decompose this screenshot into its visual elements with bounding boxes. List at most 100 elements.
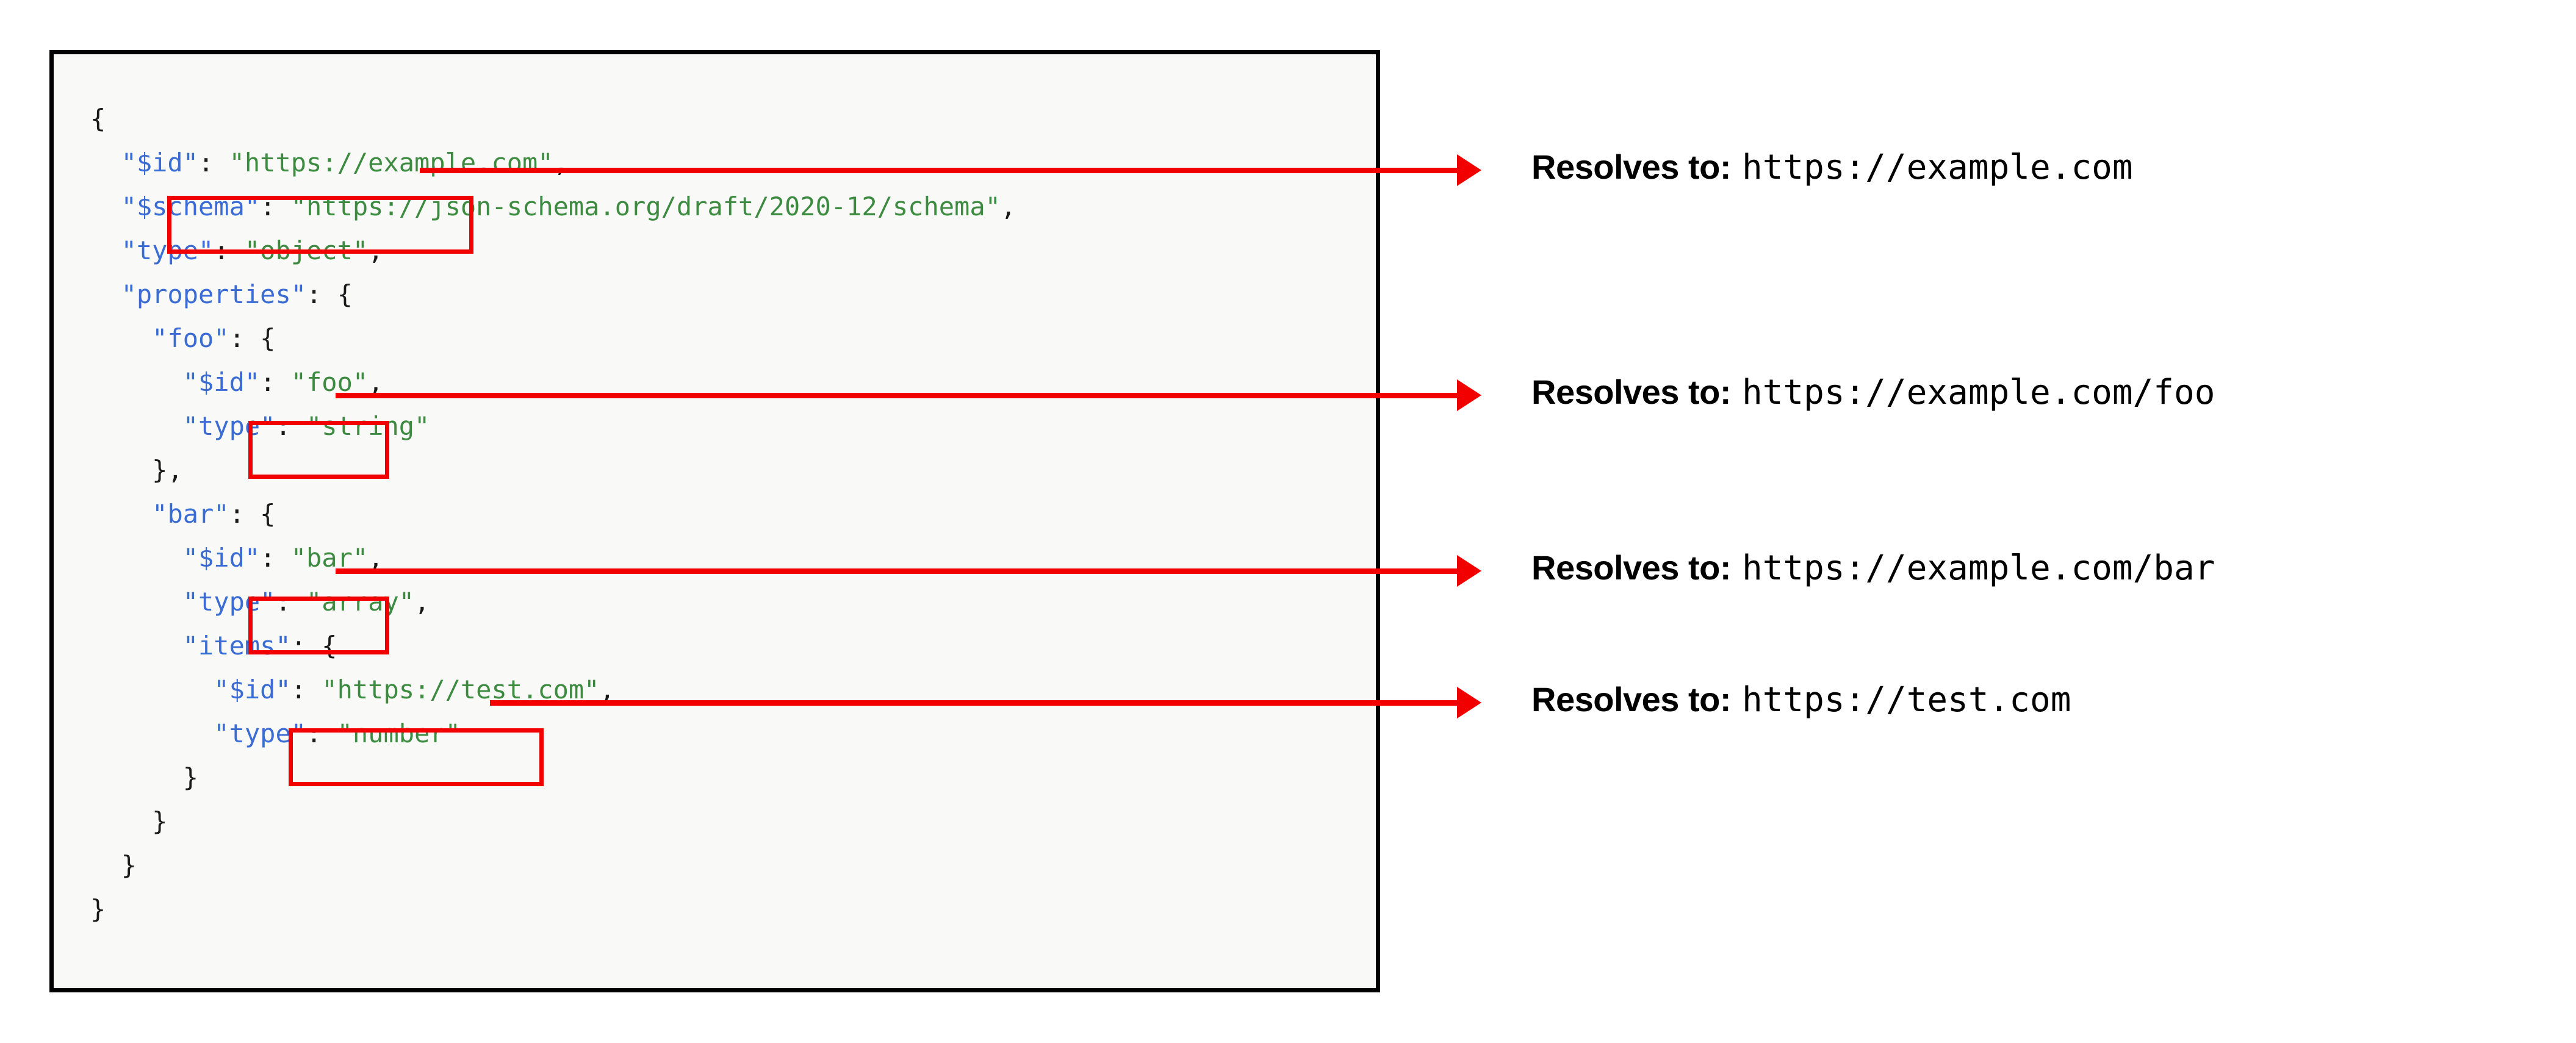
code-line: "type": "array", [90, 580, 1016, 624]
code-indent [90, 719, 214, 748]
code-indent [90, 850, 121, 880]
code-token-punct: : { [229, 323, 276, 353]
code-indent [90, 367, 183, 397]
resolves-to-label: Resolves to: [1531, 148, 1732, 186]
code-token-punct: , [1000, 192, 1016, 221]
code-listing: { "$id": "https://example.com", "$schema… [90, 97, 1016, 931]
code-token-punct: { [90, 104, 106, 134]
code-line: "properties": { [90, 273, 1016, 317]
resolved-url-value: https://example.com [1742, 148, 2133, 187]
code-indent [90, 806, 152, 836]
arrow-foo-head-icon [1457, 379, 1481, 411]
code-token-key: "properties" [121, 279, 307, 309]
code-token-key: "foo" [152, 323, 229, 353]
code-line: "$id": "foo", [90, 360, 1016, 404]
code-token-key: "type" [214, 719, 307, 748]
code-token-punct: }, [152, 455, 183, 485]
arrow-root-line [420, 168, 1457, 173]
resolved-url-value: https://example.com/bar [1742, 548, 2215, 588]
code-token-punct: , [599, 675, 615, 704]
code-token-key: "type" [182, 411, 276, 441]
code-line: } [90, 844, 1016, 887]
arrow-root-head-icon [1457, 154, 1481, 186]
code-token-punct: : [260, 367, 291, 397]
code-token-str: "string" [306, 411, 430, 441]
code-indent [90, 411, 183, 441]
code-token-key: "$id" [182, 367, 261, 397]
code-line: }, [90, 448, 1016, 492]
code-indent [90, 762, 183, 792]
code-indent [90, 499, 152, 529]
resolves-to-items: Resolves to: https://test.com [1531, 679, 2071, 720]
code-token-key: "$schema" [121, 192, 261, 221]
code-token-key: "$id" [182, 543, 261, 573]
code-token-str: "object" [244, 235, 369, 265]
code-token-key: "$id" [121, 148, 199, 177]
code-token-str: "https://json-schema.org/draft/2020-12/s… [290, 192, 1001, 221]
arrow-bar-line [336, 568, 1457, 574]
code-indent [90, 323, 152, 353]
code-token-punct: : [260, 543, 291, 573]
code-token-punct: } [90, 894, 106, 924]
code-line: "items": { [90, 624, 1016, 668]
code-line: } [90, 800, 1016, 844]
code-token-punct: : [290, 675, 322, 704]
code-token-punct: , [368, 367, 384, 397]
code-line: } [90, 756, 1016, 800]
code-indent [90, 587, 183, 617]
code-line: "$id": "https://example.com", [90, 141, 1016, 185]
code-token-punct: : [275, 587, 307, 617]
code-token-punct: : { [306, 279, 353, 309]
code-indent [90, 455, 152, 485]
code-token-punct: : { [229, 499, 276, 529]
resolves-to-bar: Resolves to: https://example.com/bar [1531, 548, 2215, 588]
code-token-punct: : [214, 235, 245, 265]
code-indent [90, 675, 214, 704]
resolved-url-value: https://example.com/foo [1742, 373, 2215, 412]
code-token-key: "type" [121, 235, 214, 265]
code-indent [90, 279, 121, 309]
code-token-key: "items" [182, 631, 291, 661]
code-token-key: "bar" [152, 499, 229, 529]
code-line: "type": "number" [90, 712, 1016, 756]
code-line: "foo": { [90, 317, 1016, 360]
code-token-punct: , [368, 543, 384, 573]
arrow-foo-line [336, 393, 1457, 398]
code-indent [90, 543, 183, 573]
code-line: "type": "object", [90, 229, 1016, 273]
code-token-punct: } [152, 806, 168, 836]
code-token-str: "bar" [290, 543, 369, 573]
json-schema-code-block: { "$id": "https://example.com", "$schema… [49, 50, 1380, 992]
code-indent [90, 235, 121, 265]
arrow-items-head-icon [1457, 687, 1481, 719]
code-token-punct: } [182, 762, 199, 792]
code-line: "bar": { [90, 492, 1016, 536]
code-token-str: "https://test.com" [322, 675, 600, 704]
code-line: "$id": "bar", [90, 536, 1016, 580]
code-token-punct: : [260, 192, 291, 221]
code-token-punct: , [368, 235, 384, 265]
resolves-to-label: Resolves to: [1531, 548, 1732, 587]
code-token-punct: , [414, 587, 430, 617]
code-indent [90, 631, 183, 661]
code-line: { [90, 97, 1016, 141]
code-token-punct: : [198, 148, 229, 177]
resolves-to-foo: Resolves to: https://example.com/foo [1531, 372, 2215, 412]
code-line: } [90, 887, 1016, 931]
resolves-to-label: Resolves to: [1531, 680, 1732, 719]
code-line: "$schema": "https://json-schema.org/draf… [90, 185, 1016, 229]
resolves-to-label: Resolves to: [1531, 373, 1732, 411]
code-token-str: "array" [306, 587, 415, 617]
code-token-key: "type" [182, 587, 276, 617]
code-token-key: "$id" [214, 675, 291, 704]
code-token-str: "foo" [290, 367, 369, 397]
code-token-punct: : { [290, 631, 337, 661]
arrow-items-line [490, 700, 1457, 706]
code-token-punct: } [121, 850, 137, 880]
arrow-bar-head-icon [1457, 555, 1481, 587]
code-line: "type": "string" [90, 404, 1016, 448]
resolves-to-root: Resolves to: https://example.com [1531, 147, 2133, 187]
code-indent [90, 192, 121, 221]
code-token-punct: : [275, 411, 307, 441]
resolved-url-value: https://test.com [1742, 680, 2071, 720]
